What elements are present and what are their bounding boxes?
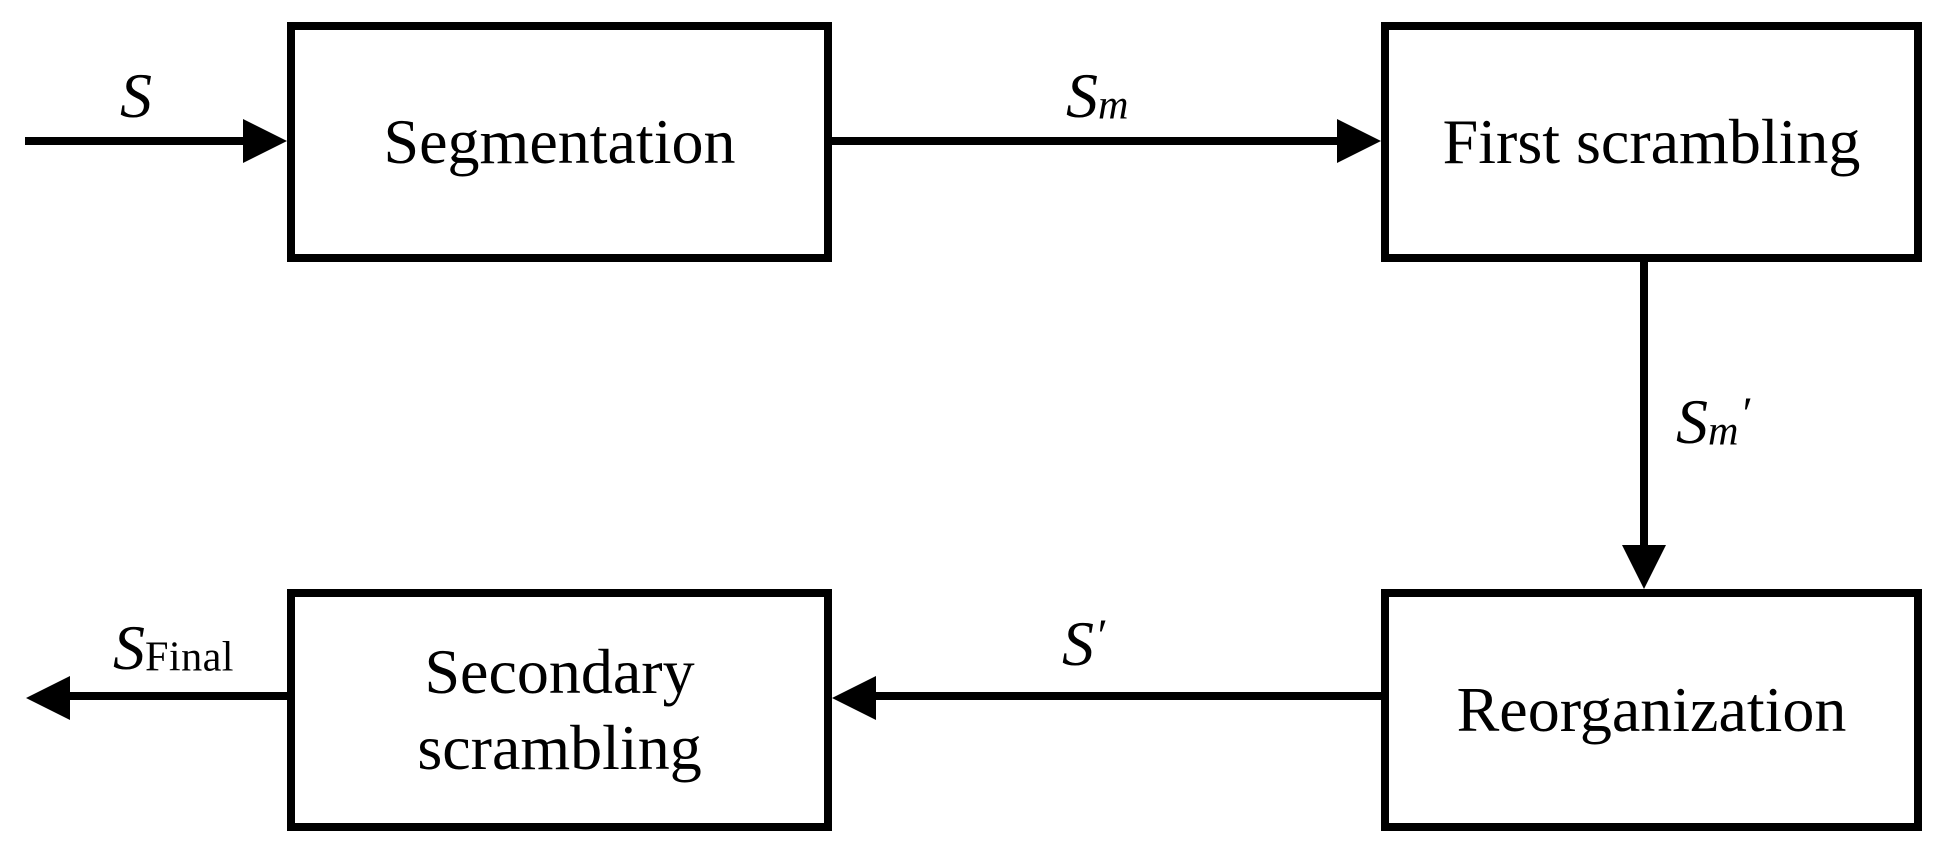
final-arrowhead-icon	[26, 676, 70, 720]
segmented-signal-label: Sm	[1066, 60, 1129, 131]
first-scrambled-signal-label: Sm′	[1676, 386, 1750, 457]
secondary-scrambling-label-line2: scrambling	[417, 712, 702, 783]
reorganization-box: Reorganization	[1381, 589, 1922, 831]
reorganized-signal-label: S′	[1062, 608, 1105, 679]
first-scrambled-arrowhead-icon	[1622, 545, 1666, 589]
reorganized-arrowhead-icon	[832, 676, 876, 720]
segmentation-box: Segmentation	[287, 22, 832, 262]
reorganization-label: Reorganization	[1456, 674, 1847, 746]
secondary-scrambling-box: Secondary scrambling	[287, 589, 832, 831]
secondary-scrambling-label-line1: Secondary	[424, 636, 695, 708]
input-signal-label: S	[120, 60, 152, 131]
reorganized-arrow-line	[876, 692, 1381, 700]
final-arrow-line	[70, 692, 287, 700]
first-scrambling-label: First scrambling	[1442, 106, 1861, 178]
segmented-arrow-line	[832, 137, 1338, 145]
input-arrow-line	[25, 137, 247, 145]
first-scrambling-box: First scrambling	[1381, 22, 1922, 262]
final-signal-label: SFinal	[113, 612, 234, 683]
segmentation-label: Segmentation	[383, 106, 736, 178]
input-arrowhead-icon	[243, 119, 287, 163]
first-scrambled-arrow-line	[1640, 262, 1648, 547]
segmented-arrowhead-icon	[1337, 119, 1381, 163]
